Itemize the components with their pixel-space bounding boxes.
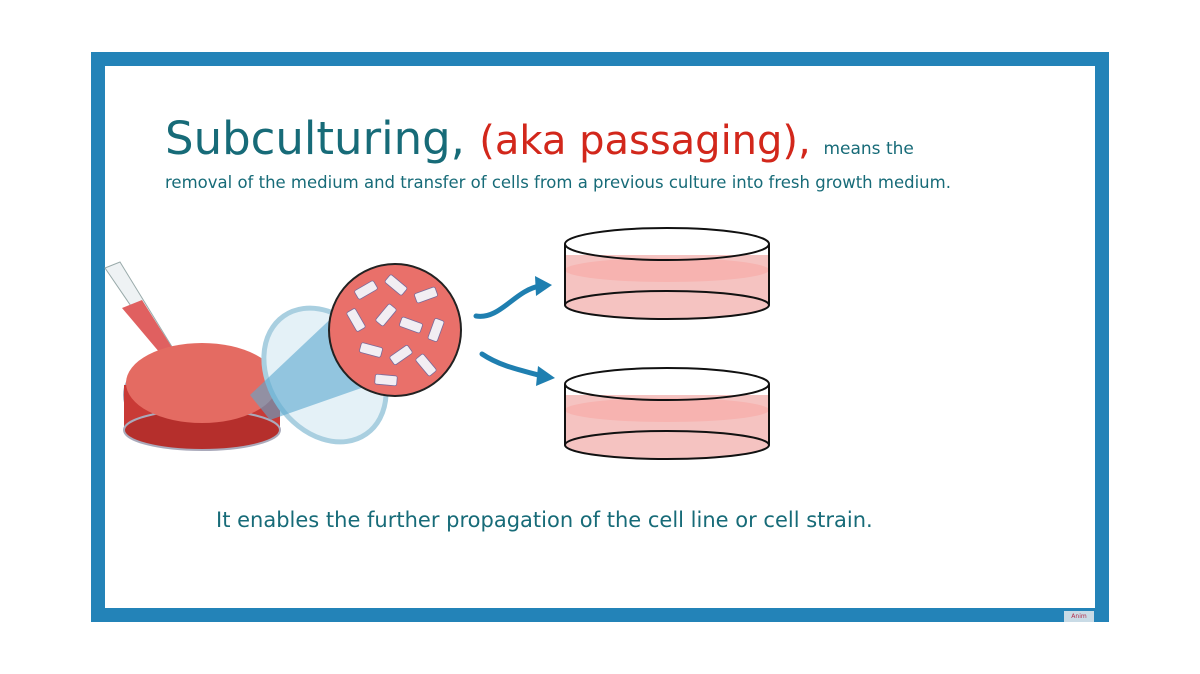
magnified-cells-icon <box>328 263 462 397</box>
new-dish-bottom-icon <box>564 367 770 460</box>
animated-logo: Anim <box>1064 611 1094 622</box>
bottom-statement: It enables the further propagation of th… <box>216 508 873 532</box>
slide-title: Subculturing, (aka passaging), means the <box>165 112 914 165</box>
title-means: means the <box>823 139 914 159</box>
culture-dish-icon <box>123 343 281 451</box>
arrow-down-icon <box>479 351 545 379</box>
new-dish-top-icon <box>564 227 770 320</box>
title-aka: (aka passaging), <box>479 118 824 164</box>
slide-description: removal of the medium and transfer of ce… <box>165 173 951 192</box>
arrow-up-icon <box>473 283 543 319</box>
slide-frame <box>91 52 1109 622</box>
title-main: Subculturing, <box>165 112 480 165</box>
